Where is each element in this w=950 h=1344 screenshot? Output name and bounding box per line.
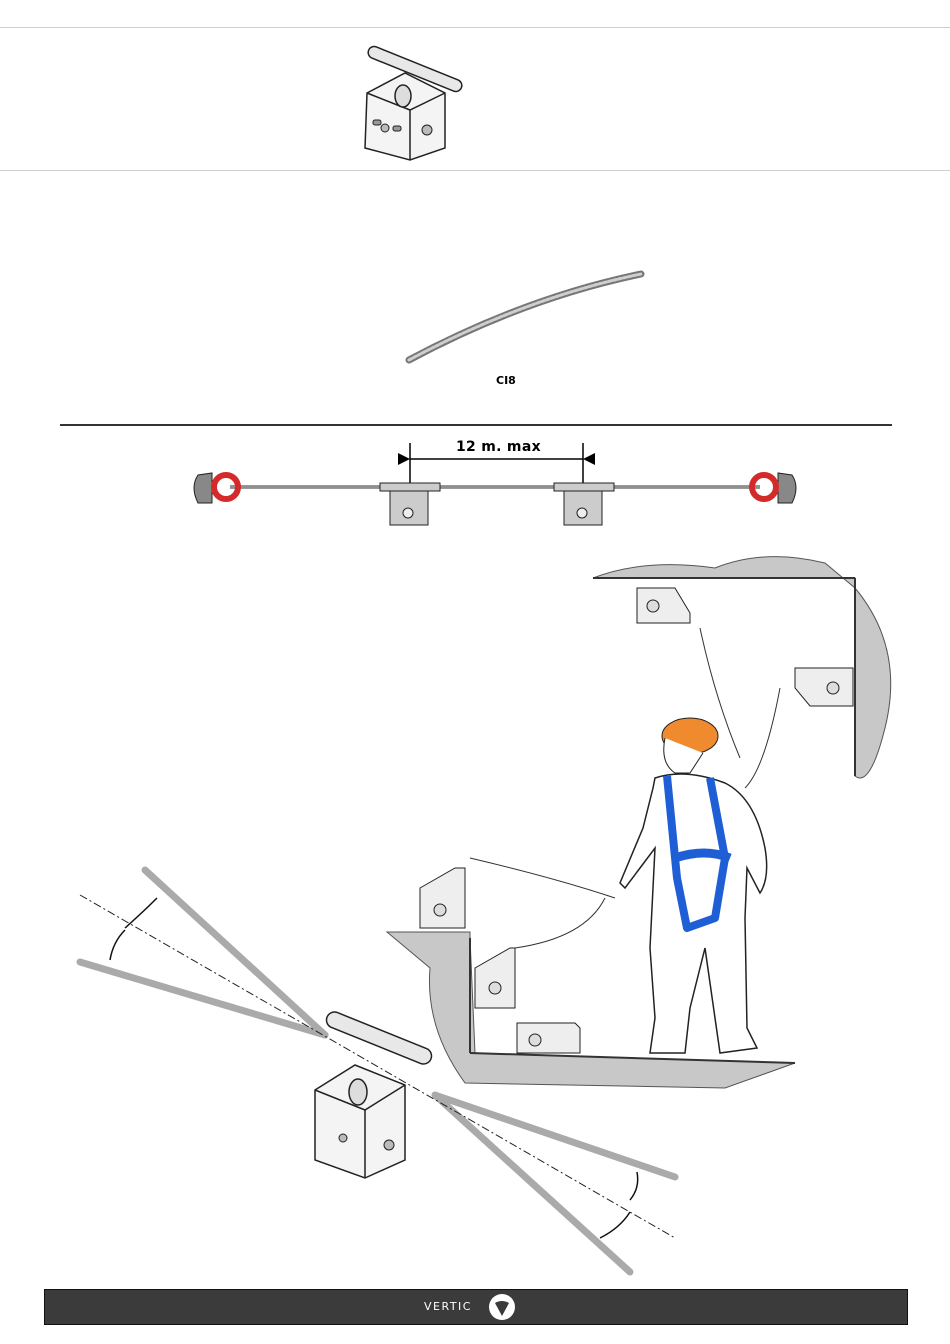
vertic-logo-icon	[487, 1293, 517, 1321]
cable-illustration	[405, 268, 645, 368]
footer-brand: VERTIC	[424, 1300, 472, 1313]
section-divider	[0, 170, 950, 171]
diagram-divider	[60, 424, 892, 426]
footer-bar	[44, 1289, 908, 1325]
cable-code-label: CI8	[496, 374, 516, 387]
span-dimension-label: 12 m. max	[456, 439, 541, 455]
top-divider	[0, 27, 950, 28]
bracket-illustration-top	[355, 38, 475, 163]
angle-diagram	[75, 860, 695, 1280]
